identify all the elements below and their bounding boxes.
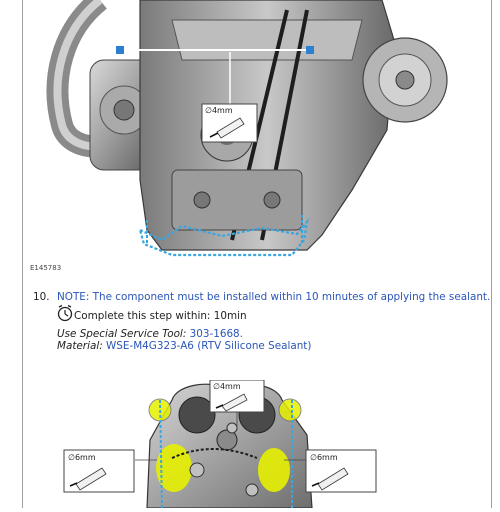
figure-id: E145783 bbox=[30, 264, 62, 272]
timer-text: Complete this step within: 10min bbox=[74, 310, 247, 322]
timer-line: Complete this step within: 10min bbox=[57, 304, 257, 322]
callout-left-label: ∅6mm bbox=[68, 453, 96, 462]
tool-label: Use Special Service Tool: bbox=[57, 328, 187, 340]
clock-icon bbox=[57, 304, 73, 322]
right-margin-rule bbox=[491, 0, 492, 508]
material-label: Material: bbox=[57, 340, 103, 352]
callout-right-label: ∅6mm bbox=[310, 453, 338, 462]
callout-top-label: ∅4mm bbox=[213, 382, 241, 391]
engine-front-figure: ∅4mm bbox=[22, 0, 496, 270]
top-callout-label: ∅4mm bbox=[205, 106, 233, 115]
timing-cover-illustration bbox=[63, 379, 377, 509]
material-line: Material: WSE-M4G323-A6 (RTV Silicone Se… bbox=[57, 339, 311, 353]
timing-cover-figure: ∅4mm ∅6mm ∅6mm bbox=[62, 379, 392, 509]
step-number: 10. bbox=[33, 291, 50, 303]
special-tool-line: Use Special Service Tool: 303-1668. bbox=[57, 327, 243, 341]
left-margin-rule bbox=[22, 0, 23, 508]
step-body: NOTE: The component must be installed wi… bbox=[57, 290, 497, 352]
step-note: NOTE: The component must be installed wi… bbox=[57, 291, 491, 303]
material-link[interactable]: WSE-M4G323-A6 (RTV Silicone Sealant) bbox=[106, 340, 312, 352]
engine-illustration bbox=[46, 0, 448, 257]
tool-link[interactable]: 303-1668. bbox=[189, 328, 243, 340]
